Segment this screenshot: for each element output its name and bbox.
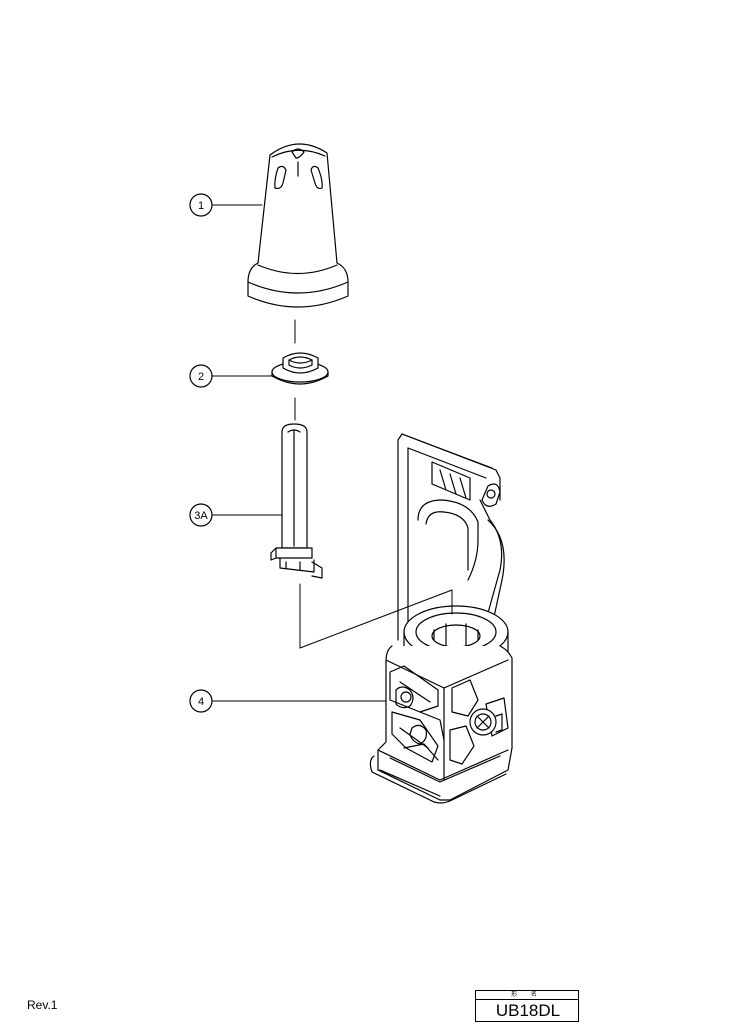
part-1-lens-cover — [247, 143, 349, 308]
part-2-seal — [271, 352, 329, 385]
callout-1: 1 — [189, 193, 263, 217]
callout-3a-label: 3A — [194, 510, 208, 522]
model-name: UB18DL — [495, 1001, 561, 1020]
callout-2-label: 2 — [198, 371, 204, 383]
model-header: 形 名 — [476, 991, 578, 1000]
callout-2: 2 — [189, 364, 273, 388]
callout-3a: 3A — [189, 503, 283, 527]
part-4-lantern-body — [369, 433, 513, 804]
callout-4-label: 4 — [198, 696, 204, 708]
assembly-guide-lines — [294, 319, 453, 649]
model-title-block: 形 名 UB18DL — [475, 990, 579, 1022]
revision-label: Rev.1 — [27, 998, 58, 1012]
callout-4: 4 — [189, 689, 387, 713]
callout-1-label: 1 — [198, 200, 204, 212]
part-3a-lamp — [270, 423, 323, 579]
